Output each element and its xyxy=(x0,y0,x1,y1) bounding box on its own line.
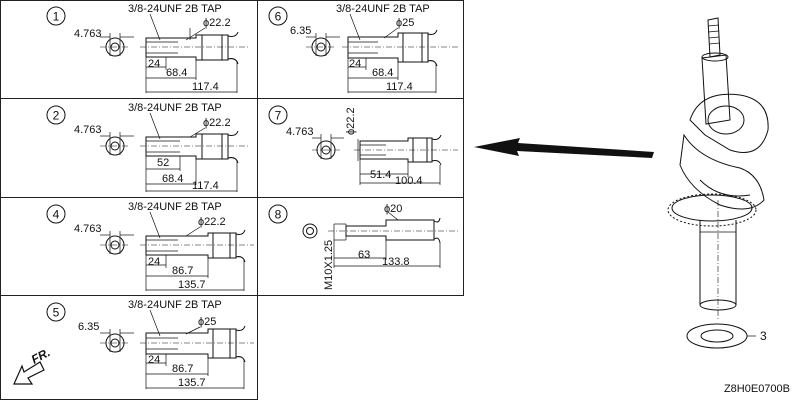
dimension-1: 24 xyxy=(148,256,160,268)
offset-dimension: 4.763 xyxy=(286,126,314,138)
dimension-3: 117.4 xyxy=(386,81,413,93)
dimension-3: 135.7 xyxy=(178,377,206,389)
dimension-2: 86.7 xyxy=(172,265,193,277)
diameter-label: ϕ22.2 xyxy=(203,17,231,29)
dimension-2: 68.4 xyxy=(166,67,187,79)
diameter-label: ϕ25 xyxy=(198,316,216,328)
shaft-end-drawing xyxy=(100,309,254,389)
panel-number: 8 xyxy=(275,208,282,222)
panel-number: 5 xyxy=(53,306,60,320)
panel-2: 2 3/8-24UNF 2B TAP 4.763 ϕ22.2 52 68.4 1… xyxy=(46,102,250,192)
tap-label: 3/8-24UNF 2B TAP xyxy=(336,3,430,15)
front-direction-label: FR. xyxy=(29,345,53,366)
diameter-label: ϕ22.2 xyxy=(345,107,357,135)
tap-label: 3/8-24UNF 2B TAP xyxy=(128,102,222,114)
offset-dimension: 4.763 xyxy=(74,223,102,235)
diameter-label: ϕ22.2 xyxy=(203,117,231,129)
dimension-3: 117.4 xyxy=(192,81,219,93)
shaft-end-drawing xyxy=(100,112,250,192)
dimension-2: 68.4 xyxy=(162,173,183,185)
offset-dimension: 4.763 xyxy=(74,124,102,136)
panel-number: 7 xyxy=(275,109,282,123)
offset-dimension: 4.763 xyxy=(74,28,102,40)
dimension-1: 24 xyxy=(148,354,160,366)
offset-dimension: 6.35 xyxy=(290,25,311,37)
dimension-3: 117.4 xyxy=(192,180,219,192)
panel-8: 8 M10X1.25 ϕ20 63 133.8 xyxy=(268,203,458,290)
offset-dimension: 6.35 xyxy=(78,321,99,333)
front-direction-arrow: FR. xyxy=(13,345,53,385)
figure-code: Z8H0E0700B xyxy=(724,383,790,395)
shaft-end-drawing xyxy=(312,134,458,185)
thread-label: M10X1.25 xyxy=(323,240,335,290)
panel-grid xyxy=(0,0,464,400)
shaft-end-drawing xyxy=(306,13,460,93)
part-number-label: 3 xyxy=(760,329,767,343)
panel-7: 7 4.763 ϕ22.2 51.4 100.4 xyxy=(268,105,458,187)
panel-number: 1 xyxy=(53,10,60,24)
dimension-1: 24 xyxy=(349,58,361,70)
shaft-end-drawing xyxy=(100,211,254,291)
dimension-1: 63 xyxy=(358,249,370,261)
dimension-1: 24 xyxy=(148,58,160,70)
dimension-2: 133.8 xyxy=(382,256,410,268)
shaft-end-drawing xyxy=(100,13,250,93)
dimension-2: 86.7 xyxy=(172,363,193,375)
dimension-3: 135.7 xyxy=(178,279,206,291)
panel-1: 1 3/8-24UNF 2B TAP 4.763 ϕ22.2 24 68.4 1… xyxy=(46,3,250,93)
panel-number: 6 xyxy=(275,10,282,24)
tap-label: 3/8-24UNF 2B TAP xyxy=(128,299,222,311)
tap-label: 3/8-24UNF 2B TAP xyxy=(128,3,222,15)
dimension-1: 52 xyxy=(157,157,169,169)
dimension-2: 100.4 xyxy=(395,175,423,187)
panel-5: 5 3/8-24UNF 2B TAP 6.35 ϕ25 24 86.7 135.… xyxy=(46,299,254,389)
crankshaft-illustration: 3 xyxy=(667,17,769,349)
diameter-label: ϕ20 xyxy=(384,203,402,215)
pointer-arrow xyxy=(474,138,654,158)
dimension-1: 51.4 xyxy=(370,169,391,181)
dimension-2: 68.4 xyxy=(372,67,393,79)
diameter-label: ϕ25 xyxy=(396,17,414,29)
panel-number: 2 xyxy=(53,109,60,123)
panel-6: 6 3/8-24UNF 2B TAP 6.35 ϕ25 24 68.4 117.… xyxy=(268,3,460,93)
tap-label: 3/8-24UNF 2B TAP xyxy=(128,201,222,213)
panel-number: 4 xyxy=(53,208,60,222)
shaft-end-drawing xyxy=(302,211,458,268)
diameter-label: ϕ22.2 xyxy=(198,216,226,228)
panel-4: 4 3/8-24UNF 2B TAP 4.763 ϕ22.2 24 86.7 1… xyxy=(46,201,254,291)
